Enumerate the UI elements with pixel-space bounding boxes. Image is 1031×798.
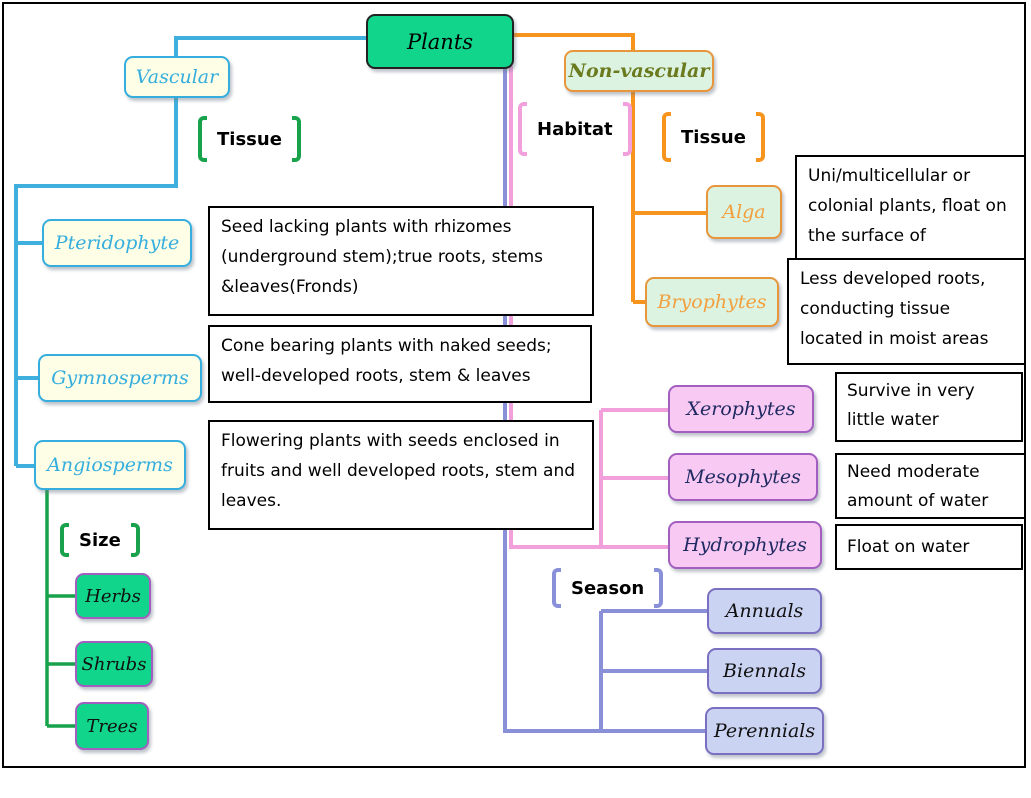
node-plants: Plants — [366, 14, 514, 69]
right-bracket-icon — [622, 102, 632, 156]
left-bracket-icon — [198, 116, 207, 162]
node-pteridophyte: Pteridophyte — [42, 219, 192, 267]
vascular-connector — [14, 36, 368, 468]
left-bracket-icon — [60, 523, 69, 557]
right-bracket-icon — [654, 568, 664, 608]
left-bracket-icon — [518, 102, 527, 156]
node-trees: Trees — [75, 702, 149, 750]
right-bracket-icon — [291, 116, 301, 162]
hydrophytes-description: Float on water — [835, 524, 1023, 570]
size-label-text: Size — [79, 529, 121, 551]
right-bracket-icon — [130, 523, 140, 557]
season-label-text: Season — [571, 577, 645, 599]
bryophytes-description: Less developed roots, conducting tissue … — [787, 258, 1026, 365]
node-herbs: Herbs — [75, 573, 151, 619]
node-biennals: Biennals — [707, 648, 822, 694]
node-non-vascular: Non-vascular — [564, 50, 714, 92]
page-border — [2, 2, 1026, 768]
tissue-label-text: Tissue — [681, 126, 746, 148]
xerophytes-description: Survive in very little water — [835, 372, 1023, 442]
node-mesophytes: Mesophytes — [668, 453, 818, 501]
node-bryophytes: Bryophytes — [645, 277, 779, 327]
angiosperms-description: Flowering plants with seeds enclosed in … — [208, 420, 594, 530]
gymnosperms-description: Cone bearing plants with naked seeds; we… — [208, 325, 592, 403]
nonvascular-tissue-connector — [510, 33, 708, 304]
size-connector — [45, 490, 75, 728]
node-angiosperms: Angiosperms — [34, 440, 186, 490]
node-xerophytes: Xerophytes — [668, 385, 814, 433]
mesophytes-description: Need moderate amount of water — [835, 453, 1026, 519]
pteridophyte-description: Seed lacking plants with rhizomes (under… — [208, 206, 594, 316]
season-connector — [503, 66, 707, 733]
node-annuals: Annuals — [707, 588, 822, 634]
tissue-label-nonvascular: Tissue — [662, 112, 765, 162]
tissue-label-vascular: Tissue — [198, 116, 301, 162]
right-bracket-icon — [755, 112, 765, 162]
tissue-label-text: Tissue — [217, 128, 282, 150]
season-label: Season — [552, 568, 664, 608]
node-alga: Alga — [706, 185, 782, 239]
node-gymnosperms: Gymnosperms — [38, 354, 202, 402]
node-hydrophytes: Hydrophytes — [668, 521, 822, 569]
size-label: Size — [60, 523, 140, 557]
habitat-label: Habitat — [518, 102, 632, 156]
alga-description: Uni/multicellular or colonial plants, fl… — [795, 155, 1026, 260]
node-shrubs: Shrubs — [75, 641, 153, 687]
left-bracket-icon — [662, 112, 671, 162]
node-perennials: Perennials — [705, 707, 824, 755]
left-bracket-icon — [552, 568, 561, 608]
node-vascular: Vascular — [124, 56, 230, 98]
habitat-label-text: Habitat — [537, 118, 613, 140]
habitat-connector — [509, 66, 668, 549]
